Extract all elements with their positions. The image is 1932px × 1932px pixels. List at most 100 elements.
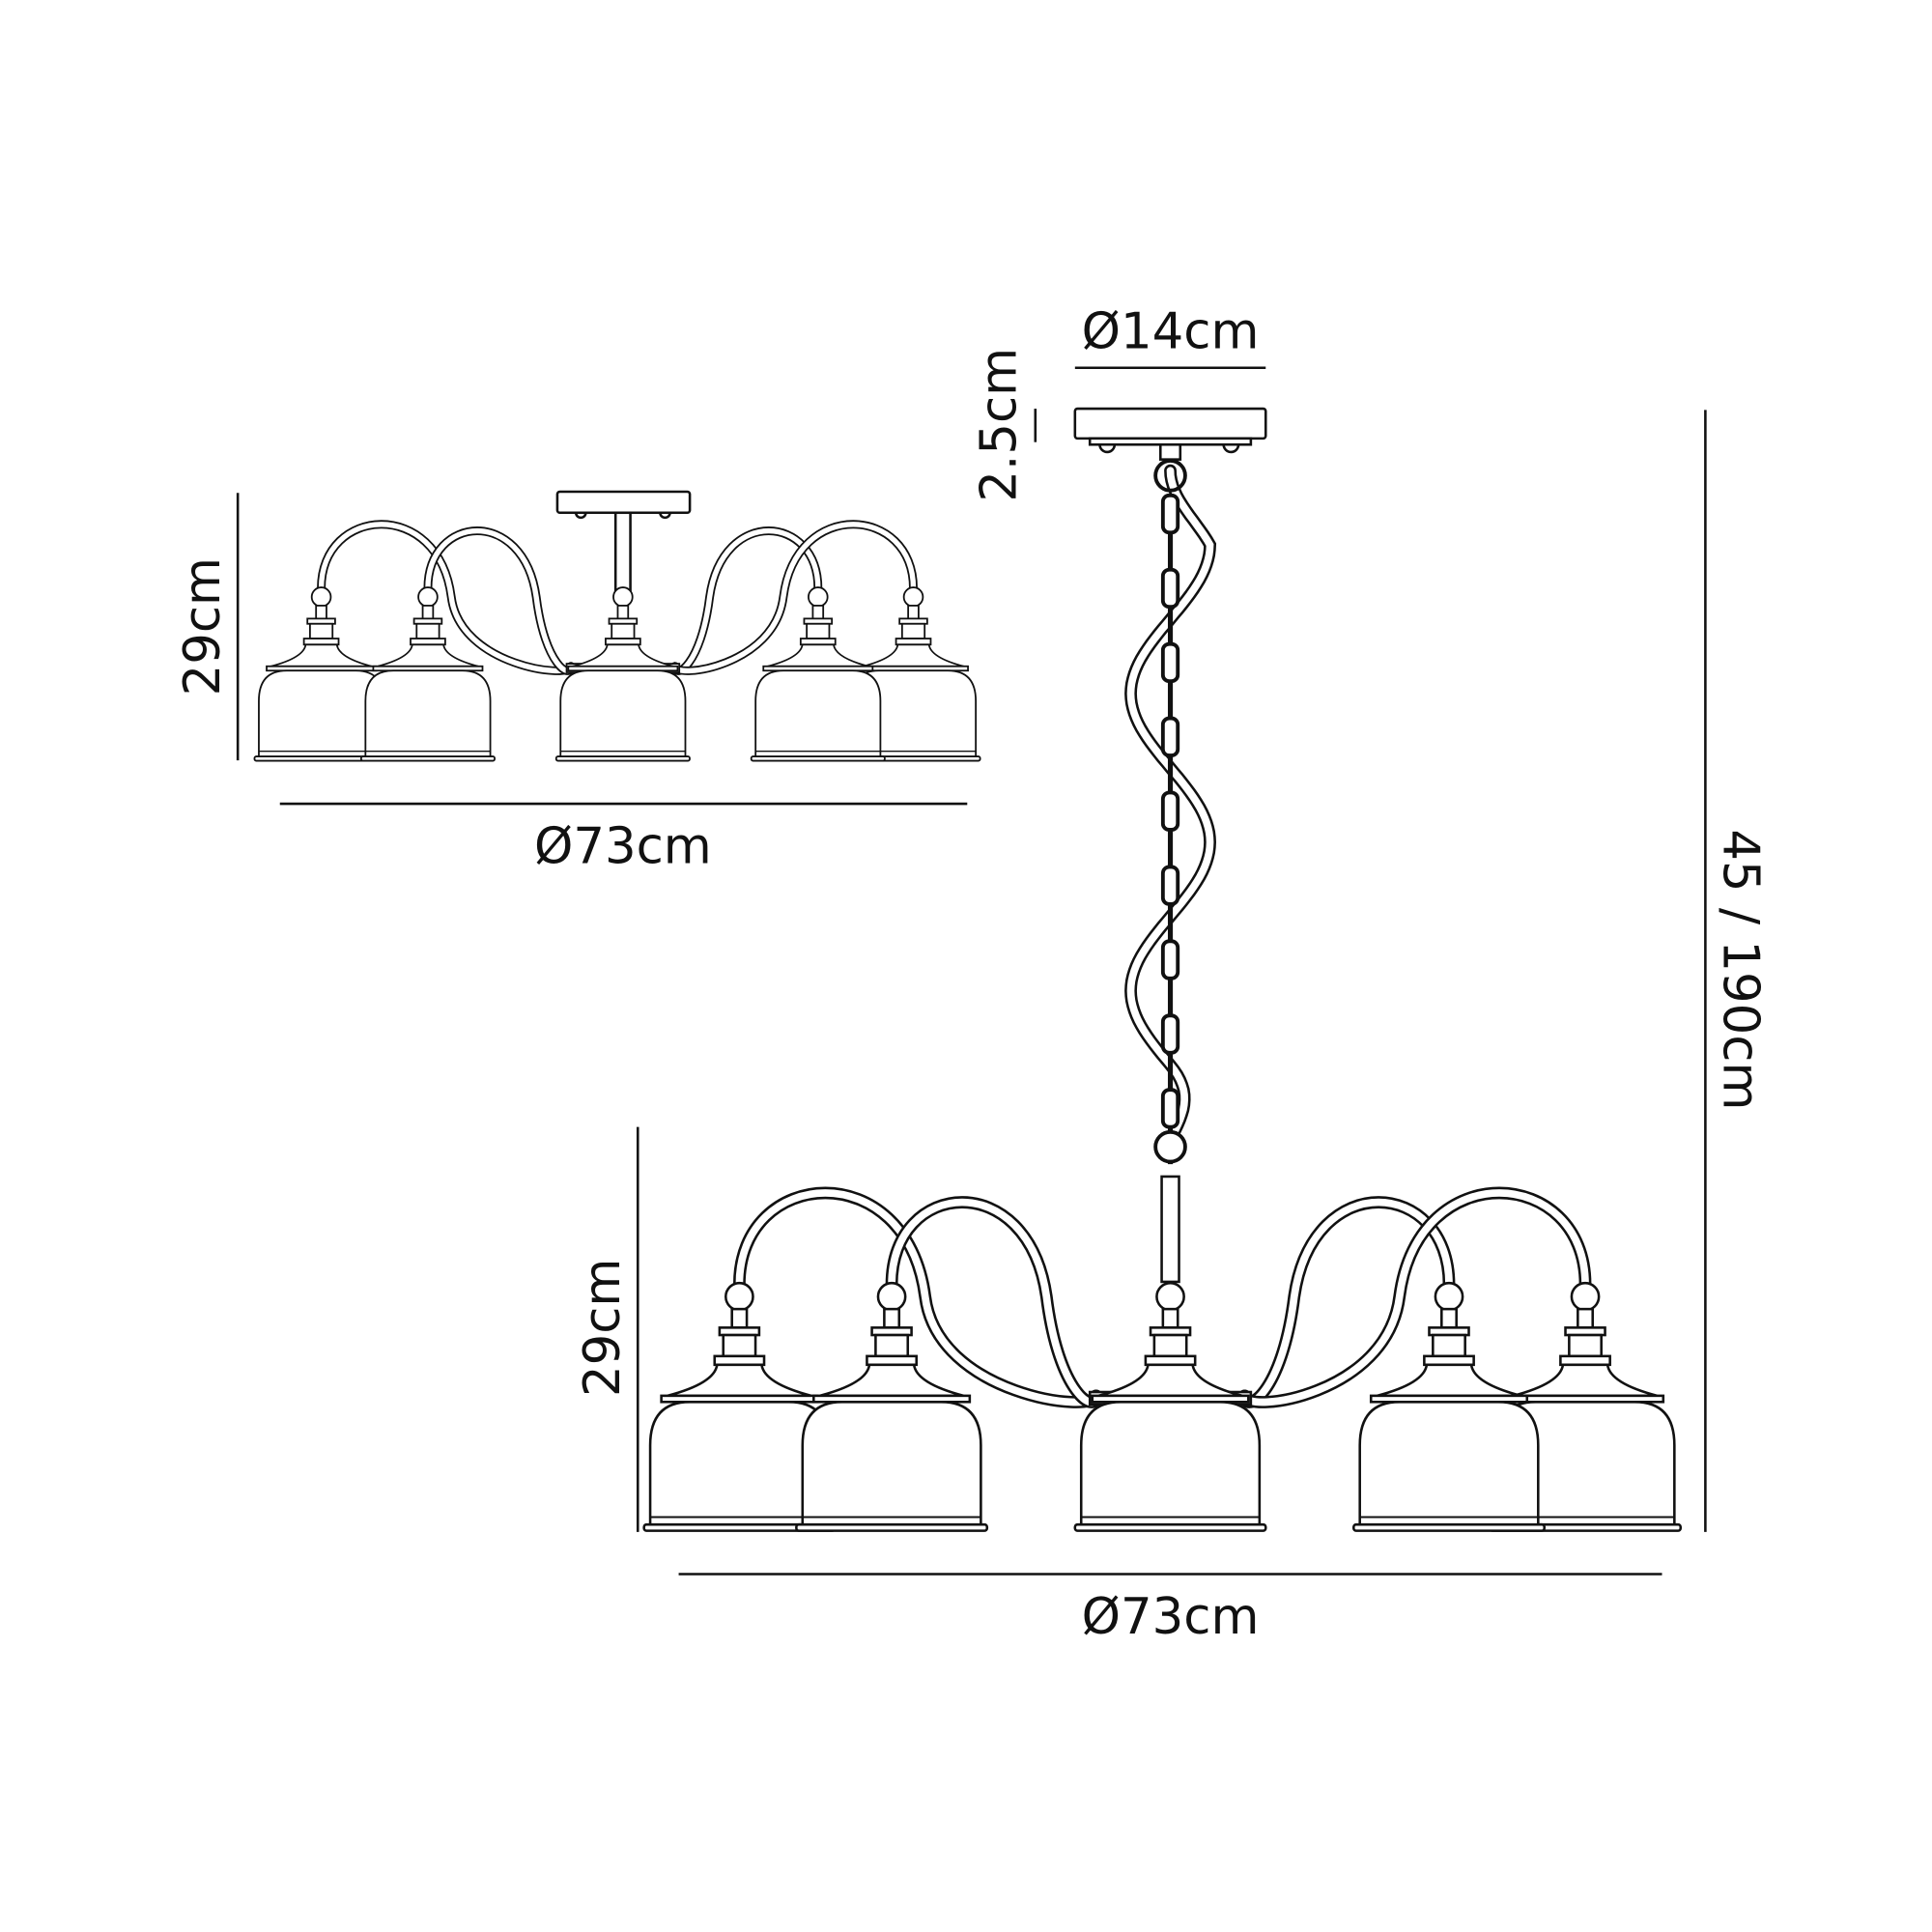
power-cable: [1126, 467, 1214, 1144]
glass-shade: [801, 1401, 982, 1527]
lamp-holder: [722, 1333, 757, 1358]
lamp-holder: [874, 1333, 910, 1358]
chain-link: [1160, 567, 1180, 610]
lamp-arm: [672, 522, 917, 674]
lamp-finial: [417, 586, 439, 608]
chain-link: [1160, 939, 1180, 980]
chain-link: [1160, 716, 1180, 757]
chain-link: [1160, 641, 1180, 684]
shade-rim: [359, 755, 496, 762]
lamp-neck: [907, 605, 920, 620]
pendant-height-label: 29cm: [574, 1259, 632, 1397]
canopy-screw: [574, 511, 587, 520]
overall-height-label: 45 / 190cm: [1712, 829, 1770, 1110]
flush-diameter-label: Ø73cm: [534, 818, 712, 876]
lamp-gallery: [863, 643, 964, 668]
lamp-finial: [612, 586, 634, 608]
lamp-arm: [1240, 1189, 1589, 1406]
lamp-holder: [415, 622, 440, 639]
lamp-gallery: [377, 643, 479, 668]
lamp-arm: [888, 1198, 1100, 1406]
lamp-finial: [1570, 1281, 1601, 1312]
pendant-fixture: [642, 407, 1683, 1532]
shade-rim: [1073, 1522, 1267, 1532]
lamp-holder: [900, 622, 926, 639]
flush-height-label: 29cm: [174, 557, 232, 696]
shade-rim: [554, 755, 691, 762]
lamp-finial: [724, 1281, 754, 1312]
canopy-screw: [659, 511, 671, 520]
lamp-finial: [808, 586, 829, 608]
lamp-ring: [713, 1354, 766, 1367]
lamp-gallery: [1377, 1363, 1521, 1398]
lamp-neck: [811, 605, 825, 620]
lamp-holder: [309, 622, 334, 639]
lamp-finial: [876, 1281, 907, 1312]
shade-rim: [795, 1522, 989, 1532]
lamp-ring: [410, 638, 446, 646]
chain-link: [1160, 1013, 1180, 1055]
pendant-diameter-label: Ø73cm: [1082, 1588, 1260, 1646]
lamp-neck: [1161, 1307, 1179, 1329]
lamp-neck: [1577, 1307, 1594, 1329]
lamp-holder: [1432, 1333, 1466, 1358]
lamp-ring: [866, 1354, 918, 1367]
glass-shade: [559, 669, 687, 758]
fixture-body: [642, 1186, 1683, 1532]
lamp-neck: [421, 605, 435, 620]
lamp-holder: [806, 622, 831, 639]
lamp-finial: [1434, 1281, 1464, 1312]
lamp-gallery: [1097, 1363, 1243, 1398]
center-rod: [613, 511, 632, 596]
lamp-finial: [902, 586, 924, 608]
lamp-neck: [730, 1307, 749, 1329]
lamp-ring: [799, 638, 837, 646]
fixture-body: [253, 520, 981, 762]
lamp-holder: [1568, 1333, 1603, 1358]
canopy-height-label: 2.5cm: [970, 348, 1028, 502]
lamp-ring: [605, 638, 641, 646]
chain-link: [1160, 1088, 1180, 1129]
lamp-finial: [310, 586, 332, 608]
lamp-gallery: [270, 643, 372, 668]
bottom-chain-ring: [1153, 1129, 1187, 1164]
lamp-gallery: [1513, 1363, 1658, 1398]
lamp-arm: [318, 522, 574, 674]
chain-link: [1160, 493, 1180, 535]
lamp-holder: [1152, 1333, 1188, 1358]
shade-rim: [1352, 1522, 1547, 1532]
lamp-ring: [302, 638, 340, 646]
glass-shade: [1079, 1401, 1262, 1527]
lamp-neck: [315, 605, 327, 620]
lamp-gallery: [819, 1363, 964, 1398]
glass-shade: [364, 669, 492, 758]
canopy-hook: [1159, 442, 1182, 461]
lamp-neck: [883, 1307, 901, 1329]
shade-rim: [750, 755, 886, 762]
glass-shade: [754, 669, 882, 758]
ceiling-canopy: [1073, 407, 1267, 440]
lamp-gallery: [667, 1363, 812, 1398]
canopy-diameter-label: Ø14cm: [1082, 302, 1260, 360]
chain-link: [1160, 865, 1180, 906]
canopy-screw: [1098, 442, 1117, 454]
ceiling-canopy: [555, 490, 692, 515]
lamp-neck: [1440, 1307, 1458, 1329]
lamp-ring: [1559, 1354, 1611, 1367]
flush-mount-fixture: [253, 490, 981, 762]
canopy-screw: [1222, 442, 1240, 454]
lamp-gallery: [572, 643, 674, 668]
lamp-ring: [1144, 1354, 1197, 1367]
lamp-ring: [1423, 1354, 1475, 1367]
glass-shade: [1358, 1401, 1540, 1527]
lamp-finial: [1155, 1281, 1185, 1312]
lamp-arm: [735, 1189, 1100, 1406]
lamp-arm: [425, 528, 574, 673]
center-rod: [1160, 1175, 1180, 1284]
top-chain-ring: [1153, 459, 1187, 493]
lamp-gallery: [767, 643, 869, 668]
lamp-holder: [611, 622, 636, 639]
chain-link: [1160, 790, 1180, 832]
